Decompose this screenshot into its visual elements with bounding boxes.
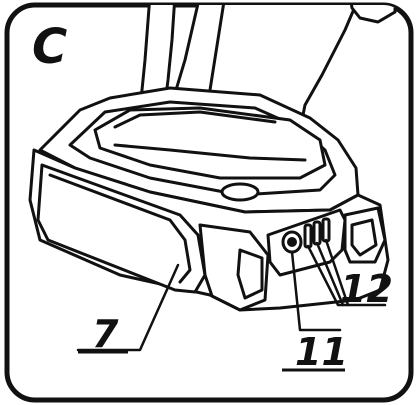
panel-letter: C — [32, 19, 67, 75]
battery-front-panel — [36, 163, 207, 294]
callout-label-7: 7 — [92, 312, 119, 356]
handle-collar — [93, 106, 327, 180]
release-latch — [220, 182, 260, 202]
leader-lines — [76, 238, 387, 352]
charging-socket — [281, 230, 303, 254]
indicator-leds — [303, 217, 331, 249]
callout-label-11: 11 — [295, 330, 348, 374]
callout-label-12: 12 — [340, 267, 393, 311]
